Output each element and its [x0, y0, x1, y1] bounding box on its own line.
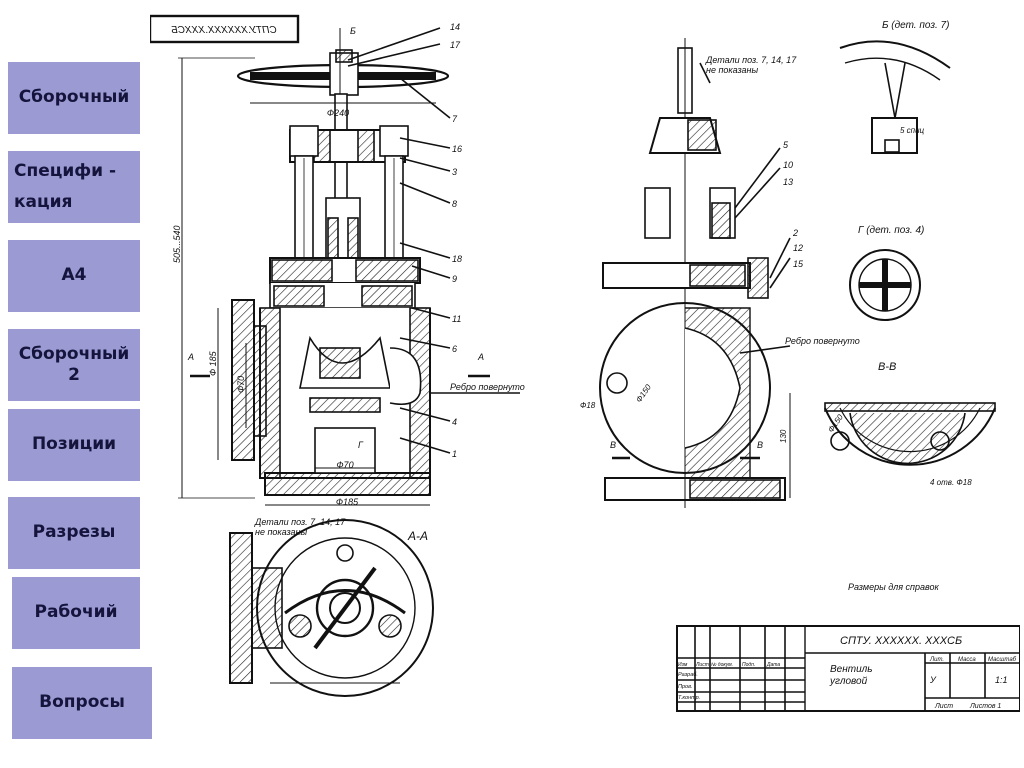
nav-button-assembly-2[interactable]: Сборочный 2: [8, 329, 140, 401]
title-block-cell: Дата: [766, 662, 780, 668]
cut-label: В: [757, 440, 763, 450]
view-b-title: Б (дет. поз. 7): [882, 20, 949, 31]
details-note: не показаны: [706, 65, 759, 75]
nav-label: кация: [14, 192, 73, 212]
title-block-cell: Пров.: [678, 684, 693, 690]
position-number: 6: [452, 344, 457, 354]
cut-label: А: [187, 352, 194, 362]
nav-button-positions[interactable]: Позиции: [8, 409, 140, 481]
title-block-name: угловой: [829, 676, 868, 687]
nav-label: Рабочий: [34, 602, 118, 623]
nav-button-sections[interactable]: Разрезы: [8, 497, 140, 569]
title-block-cell: Изм: [678, 662, 688, 668]
dimension: Ф70: [336, 460, 353, 470]
title-block-cell: Разраб.: [678, 672, 698, 678]
position-number: 2: [792, 228, 798, 238]
nav-label: Позиции: [31, 434, 117, 455]
view-g-title: Г (дет. поз. 4): [858, 225, 924, 236]
position-number: 15: [793, 259, 804, 269]
nav-button-a4[interactable]: А4: [8, 240, 140, 312]
position-number: 13: [783, 177, 793, 187]
title-block-cell: Лист: [934, 703, 953, 710]
valve-assembly-drawing: СПТУ.XXXXXX.XXXCБ Б (дет. поз. 7) Г (дет…: [150, 14, 1020, 712]
position-number: 12: [793, 243, 803, 253]
title-block-cell: Масштаб: [988, 657, 1017, 663]
title-block-name: Вентиль: [830, 664, 873, 675]
position-number: 16: [452, 144, 462, 154]
five-spokes-label: 5 спиц: [900, 126, 925, 135]
rib-turned-label: Ребро повернуто: [785, 336, 860, 346]
title-block-scale: 1:1: [995, 675, 1008, 685]
dimension: Ф150: [634, 382, 653, 404]
rib-turned-label: Ребро повернуто: [450, 382, 525, 392]
cut-label: В: [610, 440, 616, 450]
nav-label: 2: [68, 365, 80, 385]
position-number: 5: [783, 140, 789, 150]
position-number: 3: [452, 167, 457, 177]
dimension: 130: [779, 429, 788, 443]
nav-label: А4: [61, 265, 87, 286]
section-vv-title: В-В: [878, 361, 896, 373]
nav-button-questions[interactable]: Вопросы: [12, 667, 152, 739]
dimension: Ф18: [580, 401, 596, 410]
view-label: Г: [358, 440, 364, 450]
dimension: Ф70: [236, 376, 246, 393]
dimension: Ф 185: [208, 350, 218, 376]
dimension: 4 отв. Ф18: [930, 478, 972, 487]
mirrored-stamp: СПТУ.XXXXXX.XXXCБ: [171, 25, 277, 36]
title-block-cell: Лит.: [929, 657, 944, 663]
position-number: 4: [452, 417, 457, 427]
nav-button-specification[interactable]: Специфи - кация: [8, 151, 140, 223]
position-number: 7: [452, 114, 458, 124]
position-number: 18: [452, 254, 462, 264]
title-block-cell: Подп.: [742, 662, 755, 668]
position-number: 8: [452, 199, 457, 209]
dimension: Ф240: [327, 108, 349, 118]
title-block-cell: Масса: [958, 657, 976, 663]
nav-label: Сборочный: [18, 343, 130, 364]
reference-dims-note: Размеры для справок: [848, 582, 940, 592]
nav-button-working[interactable]: Рабочий: [12, 577, 140, 649]
nav-label: Вопросы: [39, 692, 125, 713]
title-block-cell: № докум.: [711, 662, 733, 668]
nav-label: Разрезы: [32, 522, 116, 543]
position-numbers-left: 14 17 7 16 3 8 18 9 11 6 4 1: [450, 22, 462, 459]
details-note-aa: не показаны: [255, 527, 308, 537]
cut-label: А: [477, 352, 484, 362]
title-block-designation: СПТУ. XXXXXX. XXXCБ: [840, 635, 962, 647]
dimension: Ф185: [336, 497, 359, 507]
details-note-aa: Детали поз. 7, 14, 17: [254, 517, 346, 527]
position-number: 9: [452, 274, 457, 284]
position-number: 17: [450, 40, 461, 50]
section-aa-title: А-А: [407, 529, 428, 543]
title-block-cell: Т.контр.: [678, 695, 700, 701]
nav-button-assembly[interactable]: Сборочный: [8, 62, 140, 134]
nav-label: Специфи -: [14, 160, 117, 181]
position-number: 1: [452, 449, 457, 459]
position-number: 11: [452, 314, 461, 324]
title-block-cell: У: [929, 675, 937, 685]
dimension: 505...540: [172, 225, 182, 263]
title-block-header-row: Изм Лист № докум. Подп. Дата: [678, 662, 780, 668]
position-numbers-right: 5 10 13 2 12 15: [783, 140, 804, 269]
position-number: 14: [450, 22, 460, 32]
title-block-cell: Лист: [695, 662, 709, 668]
position-number: 10: [783, 160, 793, 170]
title-block-cell: Листов 1: [969, 703, 1001, 710]
details-note: Детали поз. 7, 14, 17: [705, 55, 797, 65]
view-label: Б: [350, 26, 356, 36]
nav-label: Сборочный: [18, 87, 130, 108]
